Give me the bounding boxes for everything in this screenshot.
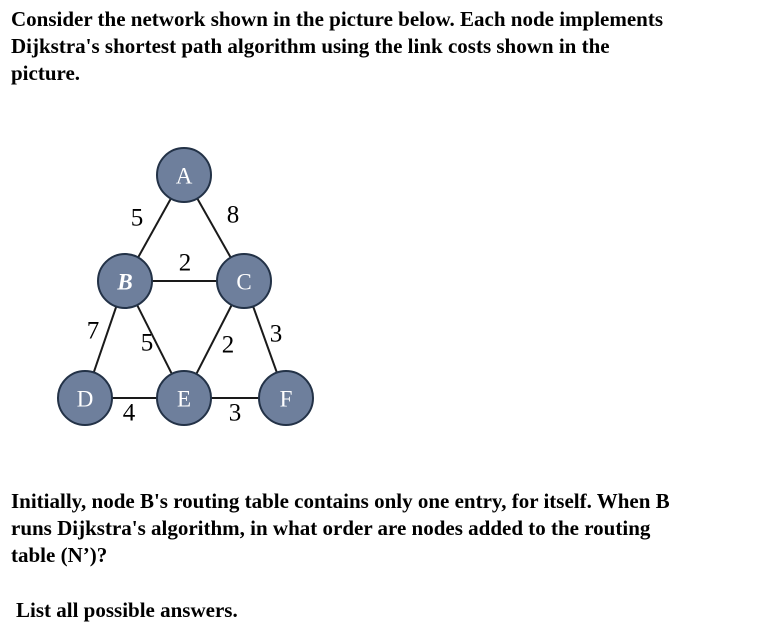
intro-line-2: Dijkstra's shortest path algorithm using… [11, 34, 610, 58]
intro-paragraph: Consider the network shown in the pictur… [11, 6, 663, 87]
question-line-3: table (N’)? [11, 543, 108, 567]
node-c: C [216, 253, 272, 309]
cost-b-e: 5 [141, 330, 154, 357]
cost-c-e: 2 [222, 332, 235, 359]
question-paragraph: Initially, node B's routing table contai… [11, 488, 670, 569]
cost-c-f: 3 [270, 321, 283, 348]
node-f: F [258, 370, 314, 426]
instruction-text: List all possible answers. [16, 598, 238, 622]
node-b-circle [97, 253, 153, 309]
cost-a-b: 5 [131, 205, 144, 232]
node-a-circle [156, 147, 212, 203]
node-e-label: E [177, 387, 191, 412]
question-line-2: runs Dijkstra's algorithm, in what order… [11, 516, 651, 540]
node-a: A [156, 147, 212, 203]
node-d-circle [57, 370, 113, 426]
node-c-label: C [236, 270, 251, 295]
question-line-1: Initially, node B's routing table contai… [11, 489, 670, 513]
node-e: E [156, 370, 212, 426]
node-b-label: B [116, 270, 132, 295]
node-f-circle [258, 370, 314, 426]
cost-b-c: 2 [179, 250, 192, 277]
intro-line-1: Consider the network shown in the pictur… [11, 7, 664, 31]
node-e-circle [156, 370, 212, 426]
cost-d-e: 4 [123, 400, 136, 427]
node-a-label: A [176, 164, 193, 189]
node-d: D [57, 370, 113, 426]
node-f-label: F [280, 387, 293, 412]
node-b: B [97, 253, 153, 309]
node-d-label: D [77, 387, 94, 412]
cost-e-f: 3 [229, 400, 242, 427]
network-diagram: 5 8 2 7 5 2 3 4 3 A B C D E F [57, 147, 314, 427]
cost-a-c: 8 [227, 202, 240, 229]
cost-b-d: 7 [87, 318, 100, 345]
node-c-circle [216, 253, 272, 309]
intro-line-3: picture. [11, 61, 81, 85]
